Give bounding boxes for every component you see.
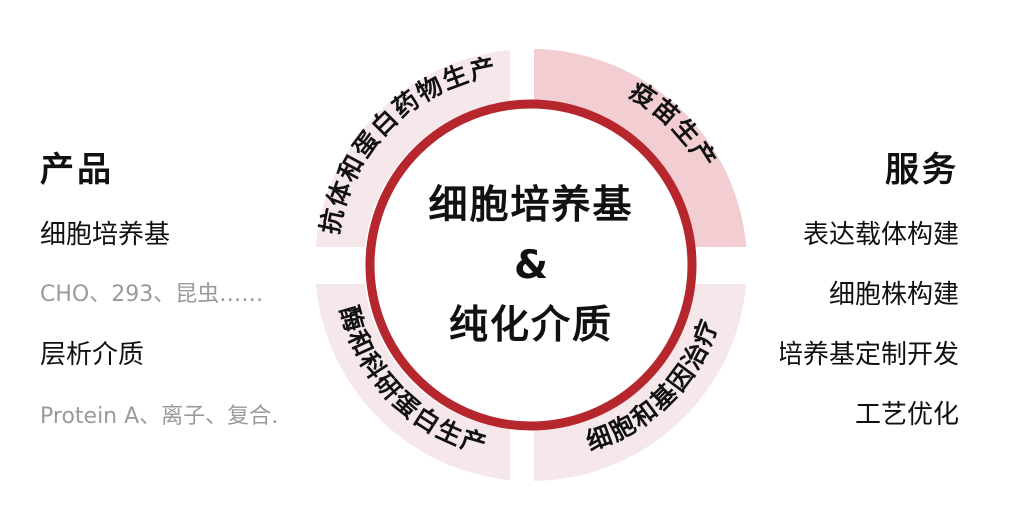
- services-title: 服务: [885, 150, 959, 190]
- product-sub-chromatography: Protein A、离子、复合……: [40, 404, 316, 429]
- product-item-culture-media: 细胞培养基: [40, 220, 171, 250]
- center-title-line3: 纯化介质: [449, 303, 613, 348]
- service-item-cell-line: 细胞株构建: [828, 280, 959, 310]
- center-ring: [365, 99, 697, 431]
- center-title-line1: 细胞培养基: [428, 183, 633, 228]
- product-sub-culture-media: CHO、293、昆虫……: [40, 282, 264, 307]
- products-title: 产品: [40, 150, 114, 190]
- outer-mask: [280, 10, 780, 515]
- center-title-ampersand: &: [514, 243, 548, 288]
- service-item-media-dev: 培养基定制开发: [776, 340, 959, 370]
- service-item-process: 工艺优化: [854, 400, 959, 430]
- product-item-chromatography: 层析介质: [40, 340, 145, 370]
- service-item-vector: 表达载体构建: [802, 220, 959, 250]
